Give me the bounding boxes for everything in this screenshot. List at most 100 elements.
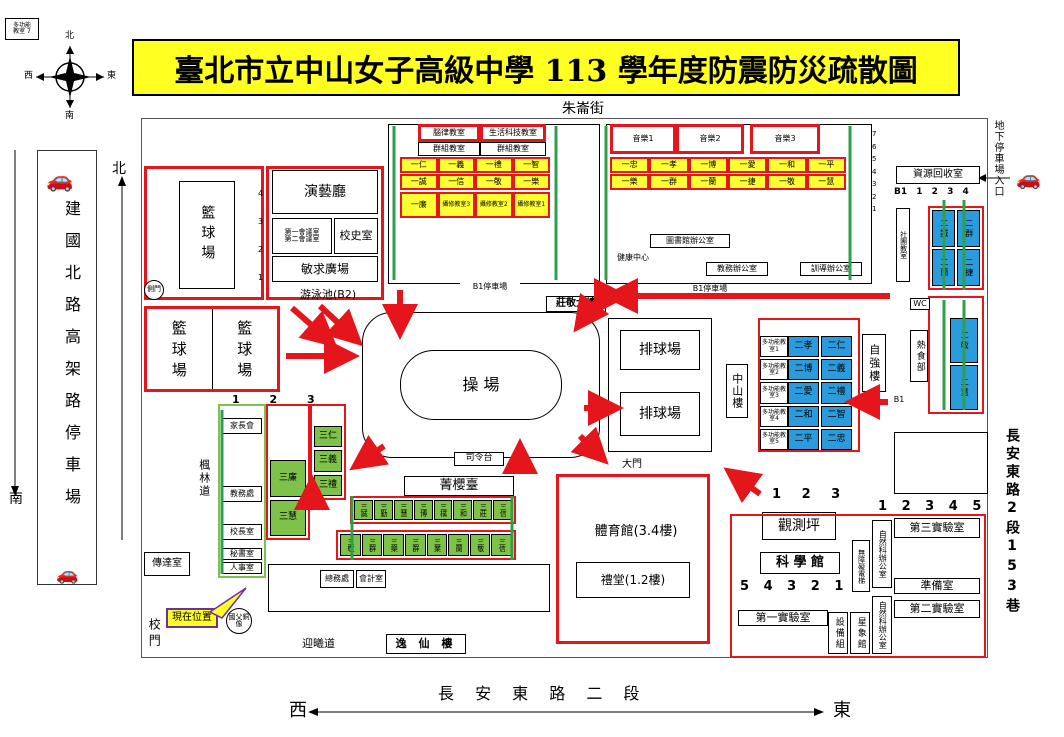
volleyball-1: 排球場 xyxy=(620,330,700,370)
second-lab: 第二實驗室 xyxy=(894,600,980,618)
science-hall-block xyxy=(730,514,986,658)
performance-hall: 演藝廳 xyxy=(272,170,378,214)
science-hall-label: 科 學 館 xyxy=(760,552,840,574)
grade3-south-row1: 三誠 三勤 三慧 三博 三樸 三和 三莊 三信 xyxy=(354,500,512,520)
yellow-row-4: 一忠 一孝 一博 一愛 一和 一平 xyxy=(610,157,846,173)
floor-numbers-east: B1 1 2 3 4 xyxy=(894,187,969,197)
academic-office: 教務處 xyxy=(222,486,262,502)
guard-room: 傳達室 xyxy=(144,552,190,576)
floor-numbers-science-left: 5 4 3 2 1 xyxy=(740,579,844,594)
gym-label: 體育館(3.4樓) xyxy=(576,518,696,546)
south-building xyxy=(268,564,550,612)
bottom-axis-east: 東 xyxy=(833,700,851,721)
floor-numbers-science-top: 1 2 3 xyxy=(772,487,841,502)
volleyball-block xyxy=(608,318,712,452)
personnel-office: 人事室 xyxy=(222,562,262,574)
zhongshan-building: 中山樓 xyxy=(726,364,748,418)
school-gate: 校門 xyxy=(146,614,162,654)
natural-office: 自然科辦公室 xyxy=(872,520,892,588)
ziqiang-label: 自強樓 xyxy=(862,334,886,392)
law-room: 腦律教室 xyxy=(418,124,480,142)
library-office: 圖書館辦公室 xyxy=(650,234,730,248)
conference-room: 第一會議室 第二會議室 xyxy=(272,218,332,254)
secretary-office: 秘書室 xyxy=(222,548,262,560)
hot-food: 熱食部 xyxy=(910,330,928,382)
right-road-label: 長安東路2段153巷 xyxy=(1004,428,1020,616)
wc: WC xyxy=(910,298,930,310)
principal-office: 校長室 xyxy=(222,524,262,540)
compass-north: 北 xyxy=(65,31,75,41)
pool-label: 游泳池(B2) xyxy=(300,288,357,301)
page-title: 臺北市立中山女子高級中學 113 學年度防震防災疏散圖 xyxy=(132,39,960,96)
group-room-2: 群組教室 xyxy=(480,142,546,156)
fenglin-road: 楓林道 xyxy=(194,452,214,504)
left-road-label: 建國北路高架路停車場 xyxy=(62,200,81,520)
floor-numbers-south-west: 1 2 3 xyxy=(232,393,315,406)
prep-room: 準備室 xyxy=(894,578,980,594)
b1-parking-east: B1停車場 xyxy=(680,284,740,294)
community-room: 社團教室 xyxy=(896,208,910,282)
bottom-road-label: 長 安 東 路 二 段 xyxy=(438,684,648,703)
multi-rooms-east: 多功能教室1 多功能教室2 多功能教室3 多功能教室4 多功能教室5 xyxy=(760,336,788,451)
statue: 國父銅像 xyxy=(226,608,252,634)
training-office: 訓導辦公室 xyxy=(800,262,862,276)
music-2: 音樂2 xyxy=(676,124,744,154)
music-1: 音樂1 xyxy=(610,124,676,154)
observation-deck: 觀測坪 xyxy=(762,512,836,540)
yixian-building: 逸 仙 樓 xyxy=(386,634,466,654)
yingxi-road: 迎曦道 xyxy=(302,637,335,650)
yellow-row-2: 一誠 一信 一敬 一樂 xyxy=(400,174,550,190)
yellow-row-1: 一仁 一義 一禮 一智 xyxy=(400,157,550,173)
bottom-axis-west: 西 xyxy=(289,700,307,721)
compass-west: 西 xyxy=(24,71,34,81)
resource-recycle: 資源回收室 xyxy=(896,166,980,184)
compass-south: 南 xyxy=(65,111,75,121)
main-gate-label: 大門 xyxy=(622,459,642,470)
campus-boundary xyxy=(141,118,988,658)
auditorium: 禮堂(1.2樓) xyxy=(576,562,690,598)
natural-office-2: 自然科辦公室 xyxy=(872,596,892,654)
accessible-elevator: 無障礙電梯 xyxy=(852,540,870,592)
ziqiang-rows: 二孝 二仁 二博 二義 二愛 二禮 二和 二智 二平 二忠 xyxy=(788,336,852,451)
car-icon: 🚗 xyxy=(56,564,79,585)
compass-icon xyxy=(36,46,104,108)
current-location-marker: 現在位置 xyxy=(166,608,218,628)
playground-label: 操 場 xyxy=(400,350,562,420)
volleyball-2: 排球場 xyxy=(620,392,700,436)
accounting-office: 會計室 xyxy=(356,570,386,588)
car-icon: 🚗 xyxy=(1016,166,1041,190)
gym-block xyxy=(556,474,710,644)
b1-east: B1 xyxy=(890,394,908,406)
history-room: 校史室 xyxy=(334,218,378,254)
first-lab: 第一實驗室 xyxy=(738,610,828,626)
health-center: 健康中心 xyxy=(616,252,650,264)
music-3: 音樂3 xyxy=(750,124,820,154)
underground-parking-label: 地下停車場入口 xyxy=(992,120,1003,197)
third-lab: 第三實驗室 xyxy=(894,518,980,538)
left-axis-south: 南 xyxy=(9,491,23,507)
west-admin-column xyxy=(218,404,266,578)
equipment-room: 設備組 xyxy=(828,612,848,654)
compass: 北 南 西 東 xyxy=(20,32,120,122)
yellow-row-5: 一樂 一群 一蘭 一捷 一敬 一慧 xyxy=(610,174,846,190)
se-office-block xyxy=(894,432,988,494)
planetarium: 星象館 xyxy=(850,612,870,654)
jingying-stage: 菁櫻臺 xyxy=(404,476,514,496)
top-road-label: 朱崙街 xyxy=(562,101,604,117)
yellow-row-3: 一廉 攝修教室3 攝修教室2 攝修教室1 xyxy=(400,192,550,218)
basketball-court-1: 籃球場 xyxy=(144,166,264,300)
b1-parking-label: B1停車場 xyxy=(460,282,520,292)
car-icon: 🚗 xyxy=(46,168,74,193)
commander-stage: 司令台 xyxy=(454,452,504,466)
gate-side: 側門 xyxy=(144,280,164,300)
group-room-1: 群組教室 xyxy=(418,142,480,156)
arrow-icon xyxy=(286,278,890,510)
admin-office: 總務處 xyxy=(320,570,354,588)
